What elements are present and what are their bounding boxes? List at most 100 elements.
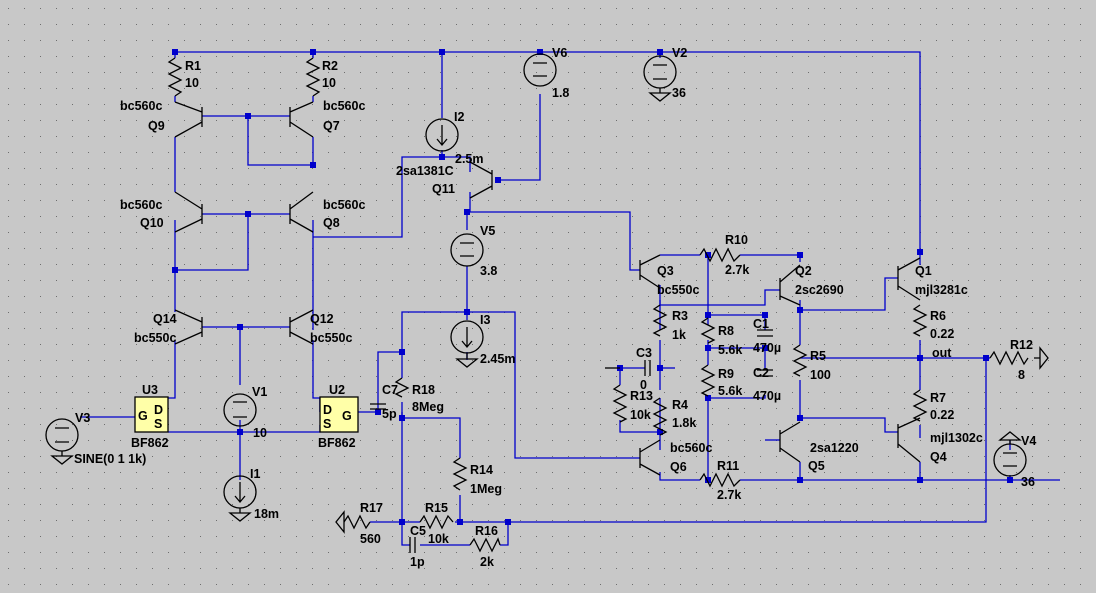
V5-value: 3.8	[480, 264, 497, 278]
capacitor-C2-symbol	[757, 369, 773, 377]
U3-gate-pin: G	[138, 409, 148, 423]
Q7-model: bc560c	[323, 99, 365, 113]
C3-ref: C3	[636, 346, 652, 360]
I3-value: 2.45m	[480, 352, 515, 366]
capacitor-C1-symbol	[757, 329, 773, 337]
capacitor-C7-symbol	[370, 403, 386, 410]
R7-ref: R7	[930, 391, 946, 405]
R13-value: 10k	[630, 408, 651, 422]
R6-value: 0.22	[930, 327, 954, 341]
C3-value: 0	[640, 378, 647, 392]
R17-ref: R17	[360, 501, 383, 515]
transistor-Q3-symbol	[639, 254, 661, 289]
I2-value: 2.5m	[455, 152, 484, 166]
capacitor-C5-symbol	[409, 537, 416, 553]
R13-ref: R13	[630, 389, 653, 403]
R17-value: 560	[360, 532, 381, 546]
R3-ref: R3	[672, 309, 688, 323]
V4-value: 36	[1021, 475, 1035, 489]
V5-ref: V5	[480, 224, 495, 238]
ground-I1-symbol	[228, 508, 252, 522]
current-source-I3-symbol	[450, 320, 484, 354]
R1-ref: R1	[185, 59, 201, 73]
ground-V3-symbol	[50, 451, 74, 465]
wires	[80, 51, 1060, 546]
C7-ref: C7	[382, 383, 398, 397]
R4-ref: R4	[672, 398, 688, 412]
ground-V2-symbol	[648, 88, 672, 102]
resistor-R5-symbol	[792, 344, 808, 377]
Q1-model: mjl3281c	[915, 283, 968, 297]
transistor-Q6-symbol	[639, 439, 661, 476]
R11-value: 2.7k	[717, 488, 741, 502]
voltage-source-V1-symbol	[223, 393, 257, 427]
resistor-R12-symbol	[989, 350, 1029, 366]
transistor-Q9-symbol	[174, 101, 203, 138]
jfet-U2-symbol	[319, 396, 359, 433]
V1-ref: V1	[252, 385, 267, 399]
C2-value: 470µ	[753, 389, 781, 403]
U3-source-pin: S	[154, 417, 162, 431]
capacitor-C3-symbol	[644, 360, 651, 376]
U2-source-pin: S	[323, 417, 331, 431]
Q8-model: bc560c	[323, 198, 365, 212]
R9-value: 5.6k	[718, 384, 742, 398]
Q6-model: bc560c	[670, 441, 712, 455]
ground-V4-symbol	[998, 431, 1022, 444]
R6-ref: R6	[930, 309, 946, 323]
R14-ref: R14	[470, 463, 493, 477]
Q8-ref: Q8	[323, 216, 340, 230]
V2-ref: V2	[672, 46, 687, 60]
out-net-label: out	[932, 346, 952, 360]
I2-ref: I2	[454, 110, 464, 124]
Q3-ref: Q3	[657, 264, 674, 278]
I1-ref: I1	[250, 467, 260, 481]
R1-value: 10	[185, 76, 199, 90]
voltage-source-V6-symbol	[523, 53, 557, 87]
Q11-model: 2sa1381C	[396, 164, 454, 178]
resistor-R11-symbol	[699, 472, 741, 488]
V3-ref: V3	[75, 411, 90, 425]
resistor-R14-symbol	[452, 457, 468, 491]
V1-value: 10	[253, 426, 267, 440]
C5-ref: C5	[410, 524, 426, 538]
Q11-ref: Q11	[432, 182, 455, 196]
jfet-U3-symbol	[134, 396, 169, 433]
R2-ref: R2	[322, 59, 338, 73]
resistor-R13-symbol	[612, 384, 628, 423]
ground-I3-symbol	[455, 353, 479, 368]
current-source-I2-symbol	[425, 118, 459, 152]
U3-drain-pin: D	[154, 403, 163, 417]
R18-ref: R18	[412, 383, 435, 397]
R11-ref: R11	[717, 459, 739, 473]
resistor-R8-symbol	[700, 317, 716, 344]
R15-ref: R15	[425, 501, 448, 515]
transistor-Q4-symbol	[897, 417, 921, 463]
C5-value: 1p	[410, 555, 425, 569]
R15-value: 10k	[428, 532, 449, 546]
C1-ref: C1	[753, 317, 769, 331]
I3-ref: I3	[480, 313, 490, 327]
Q5-ref: Q5	[808, 459, 825, 473]
transistor-Q11-symbol	[469, 161, 493, 199]
resistor-R9-symbol	[700, 364, 716, 397]
V6-ref: V6	[552, 46, 567, 60]
Q1-ref: Q1	[915, 264, 932, 278]
Q4-ref: Q4	[930, 450, 947, 464]
transistor-Q1-symbol	[897, 257, 921, 301]
resistor-R16-symbol	[469, 537, 501, 553]
Q2-ref: Q2	[795, 264, 812, 278]
R7-value: 0.22	[930, 408, 954, 422]
resistor-R7-symbol	[912, 389, 928, 422]
voltage-source-V3-symbol	[45, 418, 79, 452]
R12-ref: R12	[1010, 338, 1033, 352]
C2-ref: C2	[753, 366, 769, 380]
R3-value: 1k	[672, 328, 686, 342]
I1-value: 18m	[254, 507, 279, 521]
resistor-R10-symbol	[699, 247, 741, 263]
R4-value: 1.8k	[672, 416, 696, 430]
ground-R12-symbol	[1034, 346, 1049, 370]
U3-ref: U3	[142, 383, 158, 397]
transistor-Q2-symbol	[779, 264, 801, 306]
